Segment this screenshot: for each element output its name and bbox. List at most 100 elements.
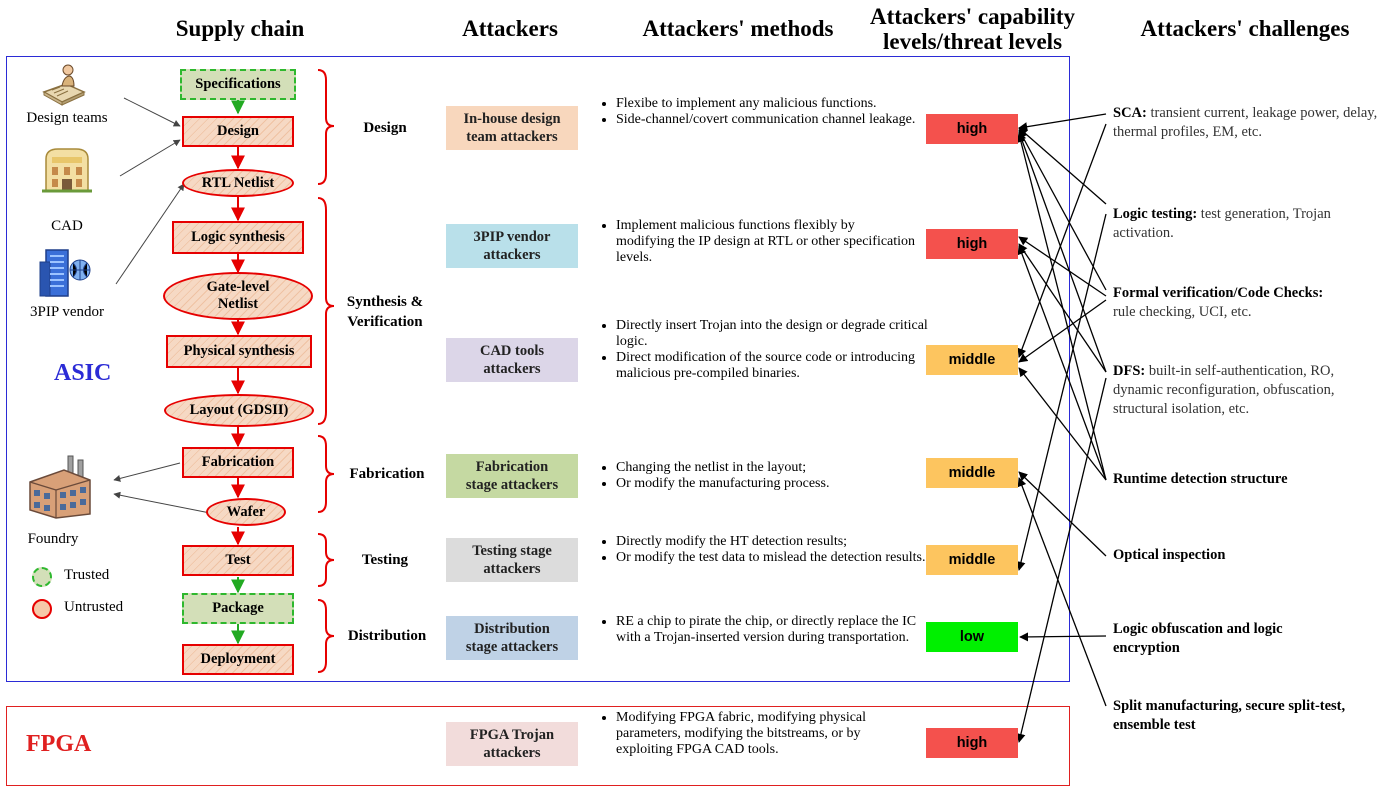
level-vendor: high	[926, 229, 1018, 259]
fpga-frame	[6, 706, 1070, 786]
method-item: Side-channel/covert communication channe…	[616, 112, 916, 128]
trusted-legend-label: Trusted	[64, 567, 110, 583]
arrow-vendor-rtl	[115, 183, 185, 285]
untrusted-legend-label: Untrusted	[64, 599, 124, 615]
asic-frame	[6, 56, 1070, 682]
challenge-sca-lead: SCA:	[1113, 105, 1147, 121]
arrow-formal-high1	[1018, 129, 1107, 291]
untrusted-legend-icon	[32, 599, 52, 619]
design-team-icon	[42, 64, 86, 106]
header-supply-chain: Supply chain	[175, 16, 305, 41]
wafer-ellipse: Wafer	[206, 498, 286, 526]
arrow-fab-foundry	[113, 462, 181, 482]
stage-testing: Testing	[361, 552, 409, 568]
stage-fabrication: Fabrication	[349, 466, 425, 482]
attacker-test-line1: Testing stage	[472, 543, 552, 559]
arrow-dfs-fpga	[1016, 377, 1107, 743]
challenge-formal-lead: Formal verification/Code Checks:	[1113, 285, 1324, 301]
gate-level-line2: Netlist	[217, 296, 259, 312]
cad-label: CAD	[51, 218, 83, 234]
challenge-logic-lead: Logic testing:	[1113, 206, 1198, 222]
methods-vendor: Implement malicious functions flexibly b…	[598, 218, 916, 266]
physical-synthesis-box: Physical synthesis	[166, 335, 312, 368]
foundry-label: Foundry	[27, 531, 79, 547]
method-item: Flexibe to implement any malicious funct…	[616, 96, 916, 112]
attacker-fab-line1: Fabrication	[475, 459, 549, 475]
attacker-fab-line2: stage attackers	[465, 477, 559, 493]
attacker-inhouse: In-house design team attackers	[446, 106, 578, 150]
challenge-optical: Optical inspection	[1113, 547, 1226, 563]
asic-label: ASIC	[54, 360, 112, 386]
attacker-vendor-line1: 3PIP vendor	[473, 229, 551, 245]
design-box: Design	[182, 116, 294, 147]
challenge-formal: Formal verification/Code Checks: rule ch…	[1113, 284, 1388, 322]
brace-design	[317, 69, 335, 185]
arrow-split-middle	[1017, 477, 1107, 707]
attacker-fpga-line1: FPGA Trojan	[469, 727, 555, 743]
attacker-dist-line2: stage attackers	[465, 639, 559, 655]
method-item: Or modify the test data to mislead the d…	[616, 550, 936, 566]
foundry-icon	[29, 455, 91, 519]
stage-synthesis-line2: Verification	[347, 314, 423, 330]
methods-cad: Directly insert Trojan into the design o…	[598, 318, 934, 382]
challenge-sca: SCA: transient current, leakage power, d…	[1113, 104, 1383, 142]
arrow-designteam-design	[123, 97, 181, 127]
header-attackers: Attackers	[462, 16, 558, 41]
arrow-sca-middle	[1017, 123, 1107, 358]
method-item: Changing the netlist in the layout;	[616, 460, 936, 476]
method-item: RE a chip to pirate the chip, or directl…	[616, 614, 928, 646]
arrow-runtime-middle	[1018, 367, 1107, 481]
challenge-sca-rest: transient current, leakage power, delay,…	[1113, 105, 1378, 140]
methods-fpga: Modifying FPGA fabric, modifying physica…	[598, 710, 916, 758]
level-distribution: low	[926, 622, 1018, 652]
method-item: Directly modify the HT detection results…	[616, 534, 936, 550]
level-cad: middle	[926, 345, 1018, 375]
method-item: Modifying FPGA fabric, modifying physica…	[616, 710, 916, 758]
arrow-formal-middle	[1018, 299, 1107, 363]
vendor-label: 3PIP vendor	[29, 304, 105, 320]
methods-inhouse: Flexibe to implement any malicious funct…	[598, 96, 916, 128]
layout-ellipse: Layout (GDSII)	[164, 394, 314, 427]
logic-synthesis-box: Logic synthesis	[172, 221, 304, 254]
stage-synthesis-line1: Synthesis &	[346, 294, 424, 310]
package-box: Package	[182, 593, 294, 624]
methods-distribution: RE a chip to pirate the chip, or directl…	[598, 614, 928, 646]
arrow-optical-middle	[1018, 471, 1107, 557]
design-teams-label: Design teams	[26, 110, 108, 126]
level-fpga: high	[926, 728, 1018, 758]
challenge-dfs-rest: built-in self-authentication, RO, dynami…	[1113, 363, 1335, 417]
fpga-label: FPGA	[26, 731, 92, 757]
attacker-fpga-line2: attackers	[483, 745, 541, 761]
arrow-logic-middle	[1016, 213, 1107, 571]
arrow-sca-high1	[1018, 113, 1107, 132]
arrow-wafer-foundry	[113, 491, 211, 514]
attacker-fabrication: Fabrication stage attackers	[446, 454, 578, 498]
arrow-formal-high2	[1018, 236, 1107, 297]
brace-distribution	[317, 599, 335, 673]
attacker-cad: CAD tools attackers	[446, 338, 578, 382]
arrow-runtime-high2	[1017, 245, 1107, 481]
arrow-dfs-high1	[1017, 131, 1107, 373]
attacker-vendor-line2: attackers	[483, 247, 541, 263]
test-box: Test	[182, 545, 294, 576]
methods-fabrication: Changing the netlist in the layout; Or m…	[598, 460, 936, 492]
stage-synthesis: Synthesis & Verification	[332, 292, 438, 332]
trusted-legend-icon	[32, 567, 52, 587]
stage-distribution: Distribution	[347, 628, 427, 644]
challenge-logic-rest: test generation, Trojan activation.	[1113, 206, 1331, 241]
attacker-dist-line1: Distribution	[474, 621, 550, 637]
attacker-inhouse-line1: In-house design	[463, 111, 561, 127]
challenge-obfuscation: Logic obfuscation and logic encryption	[1113, 621, 1283, 656]
attacker-cad-line1: CAD tools	[479, 343, 545, 359]
fabrication-box: Fabrication	[182, 447, 294, 478]
challenge-dfs-lead: DFS:	[1113, 363, 1146, 379]
challenge-split: Split manufacturing, secure split-test, …	[1113, 698, 1346, 733]
header-challenges: Attackers' challenges	[1140, 16, 1350, 41]
level-fabrication: middle	[926, 458, 1018, 488]
level-testing: middle	[926, 545, 1018, 575]
deployment-box: Deployment	[182, 644, 294, 675]
brace-synthesis	[317, 197, 335, 425]
challenge-formal-rest: rule checking, UCI, etc.	[1113, 304, 1252, 320]
attacker-inhouse-line2: team attackers	[466, 129, 558, 145]
cad-building-icon	[42, 148, 92, 193]
